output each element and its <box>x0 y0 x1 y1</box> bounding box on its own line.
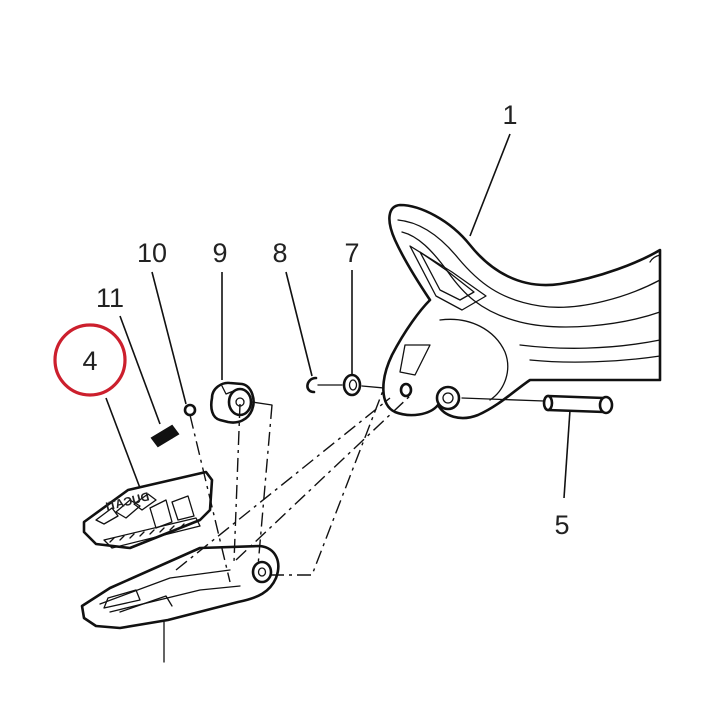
part-9-bushing <box>209 381 273 424</box>
part-label-7: 7 <box>344 238 359 268</box>
part-labels: 1 4 5 7 8 9 10 11 <box>82 100 569 540</box>
assembly-guide-lines <box>175 387 413 583</box>
part-4-rubber-pad: DUCATI <box>82 470 214 550</box>
part-label-8: 8 <box>272 238 287 268</box>
part-label-10: 10 <box>137 238 167 268</box>
part-10-ball <box>183 403 197 417</box>
part-label-4: 4 <box>82 346 97 376</box>
part-1-bracket <box>382 203 662 420</box>
highlight-circle <box>53 323 127 397</box>
footpeg-body <box>80 544 280 663</box>
part-label-1: 1 <box>502 100 517 130</box>
part-label-9: 9 <box>212 238 227 268</box>
part-5-pin <box>461 394 614 415</box>
part-7-washer <box>342 373 385 397</box>
part-label-5: 5 <box>554 510 569 540</box>
leader-lines <box>105 133 571 499</box>
part-11-spring <box>150 424 180 448</box>
part-8-circlip <box>306 376 343 394</box>
part-label-11: 11 <box>96 283 124 313</box>
